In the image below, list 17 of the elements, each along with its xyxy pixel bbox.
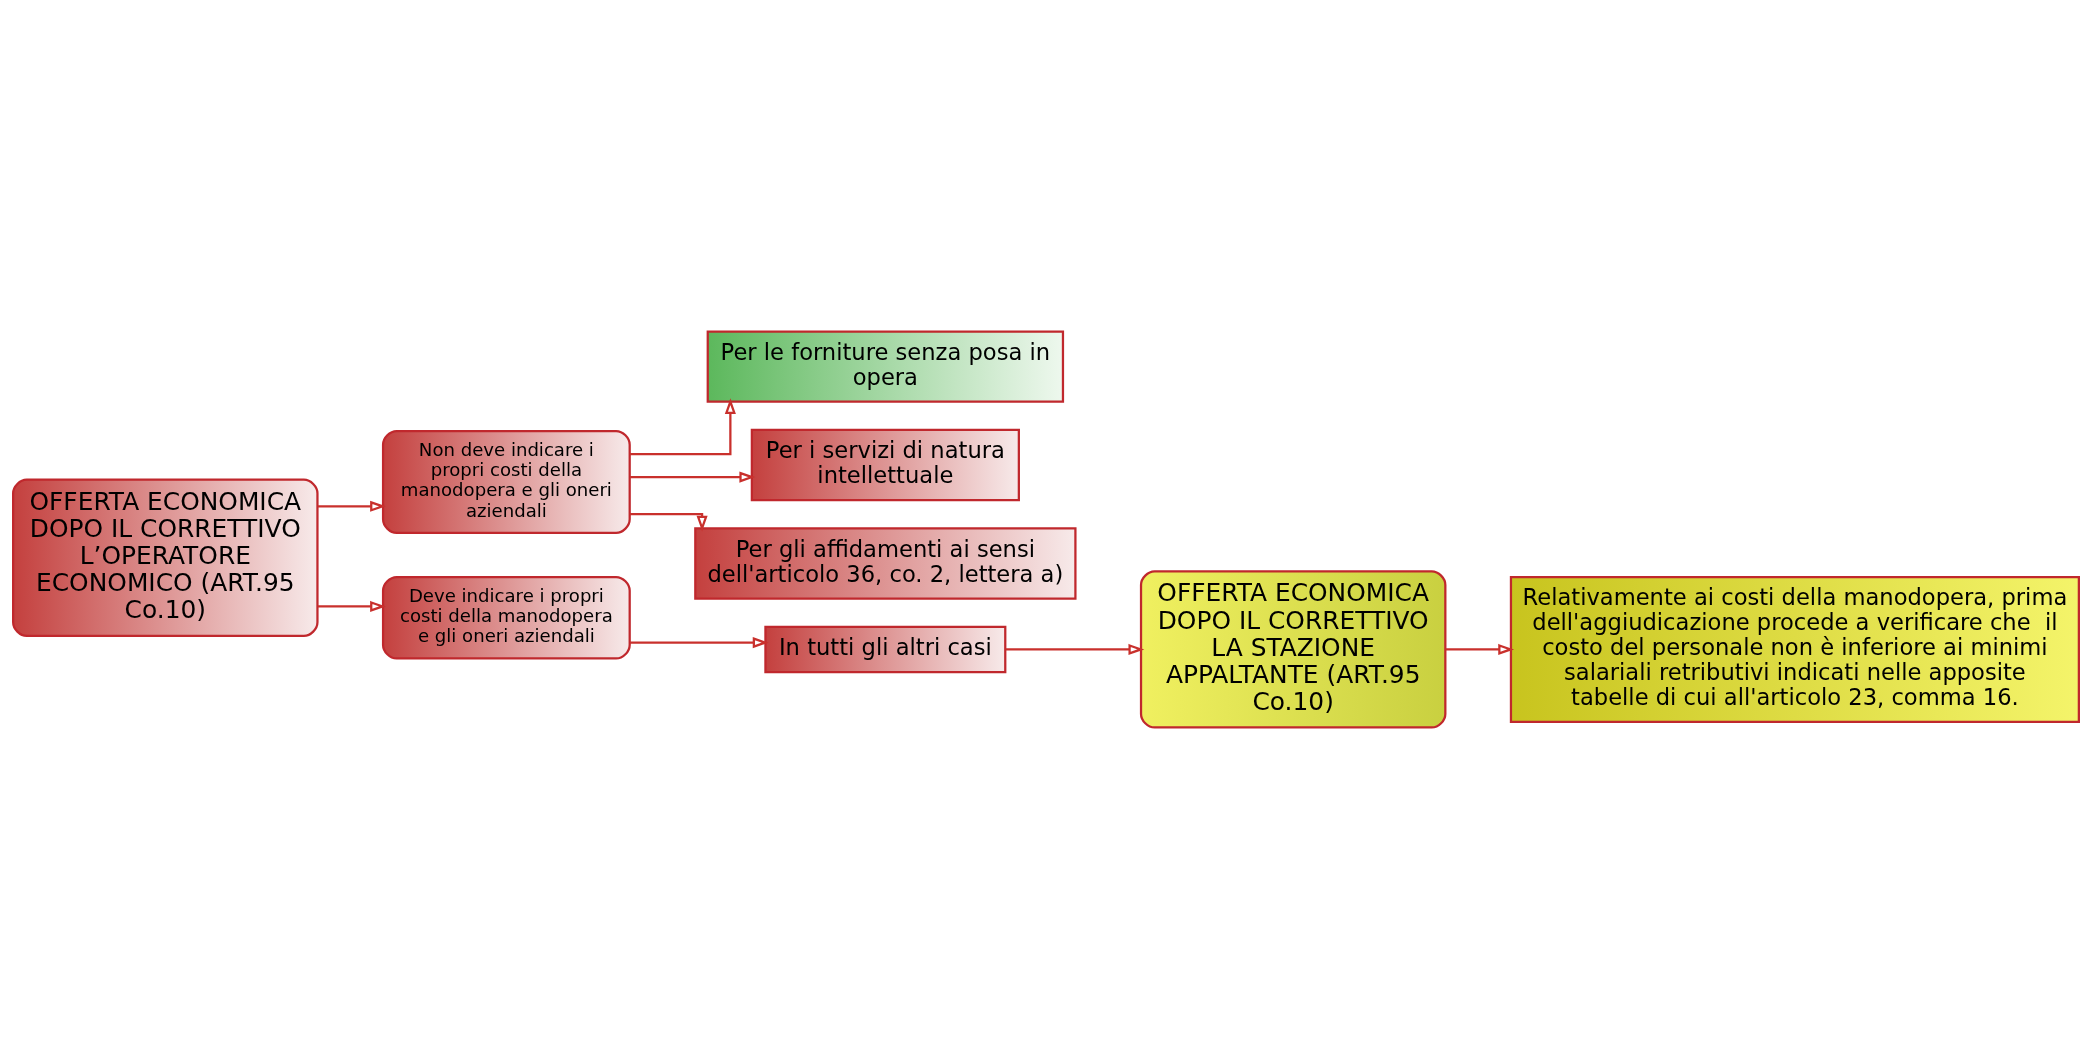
arrow bbox=[629, 512, 708, 532]
node-box: OFFERTA ECONOMICA DOPO IL CORRETTIVO LA STAZIONE APPALTANTE (ART.95 Co.10) bbox=[1139, 569, 1447, 729]
node-box: Per i servizi di natura intellettuale bbox=[750, 428, 1020, 501]
node-box: Per le forniture senza posa in opera bbox=[706, 329, 1065, 403]
node-box: Deve indicare i propri costi della manodopera e gli oneri aziendali bbox=[381, 575, 631, 660]
arrow bbox=[317, 600, 386, 612]
arrow bbox=[629, 471, 756, 483]
arrow bbox=[317, 500, 386, 512]
node-box: In tutti gli altri casi bbox=[764, 625, 1007, 673]
arrow bbox=[1445, 643, 1515, 655]
arrow bbox=[629, 397, 736, 455]
arrow bbox=[629, 636, 769, 648]
node-box: Non deve indicare i propri costi della manodopera e gli oneri aziendali bbox=[381, 429, 631, 534]
node-box: Relativamente ai costi della manodopera, prima dell'aggiudicazione procede a verificare che il costo del personale non è inferiore ai minimi salariali retributivi indicati nelle apposite tabelle di cui all'articolo 23, comma 16. bbox=[1509, 575, 2080, 723]
node-box: OFFERTA ECONOMICA DOPO IL CORRETTIVO L’OPERATORE ECONOMICO (ART.95 Co.10) bbox=[12, 478, 319, 637]
arrow bbox=[1005, 643, 1145, 655]
node-box: Per gli affidamenti ai sensi dell'articolo 36, co. 2, lettera a) bbox=[694, 526, 1077, 600]
